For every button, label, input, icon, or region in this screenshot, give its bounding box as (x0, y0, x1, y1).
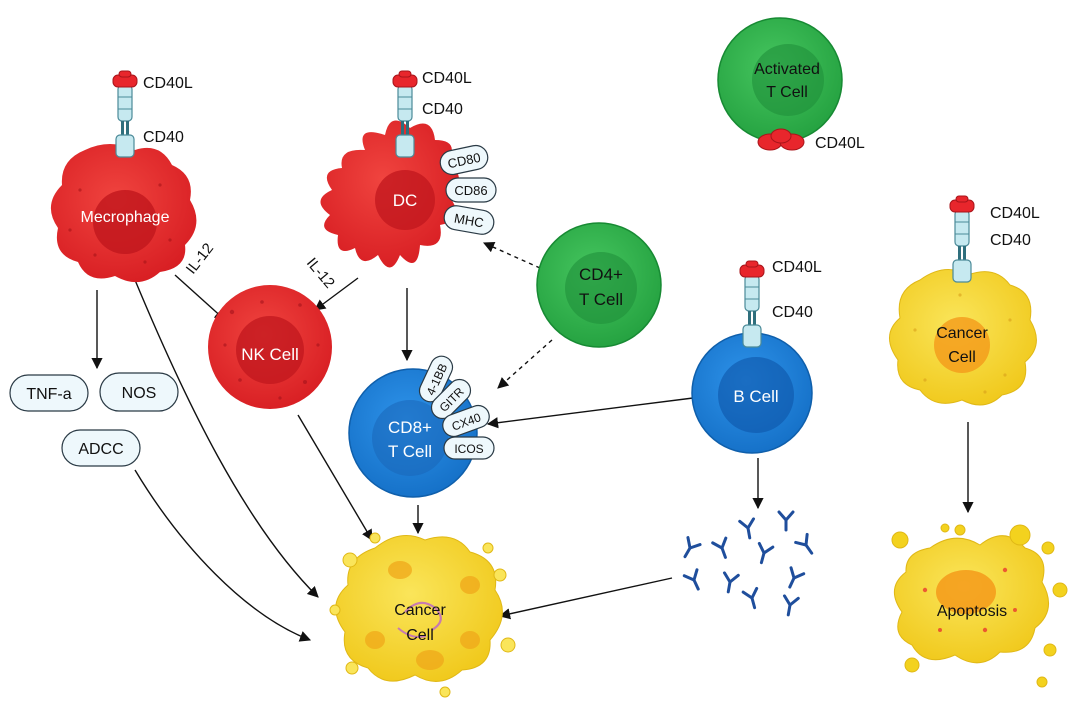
macrophage-cell: Mecrophage CD40L CD40 (50, 70, 197, 283)
arrow-cd4-cd8 (497, 339, 553, 389)
effector-tnf: TNF-a (9, 374, 89, 412)
effector-adcc: ADCC (61, 429, 141, 467)
cd8-label-line2: T Cell (388, 442, 432, 461)
dc-marker-cd80: CD80 (439, 144, 489, 176)
svg-text:NOS: NOS (122, 385, 157, 402)
apoptosis-label: Apoptosis (937, 603, 1007, 620)
nucleus (236, 316, 304, 384)
b-cell-receptor (739, 260, 765, 348)
dc-cd40l-label: CD40L (422, 70, 472, 87)
cancer-cell-attacked: Cancer Cell (329, 532, 516, 698)
cd8-marker-icos: ICOS (443, 436, 495, 460)
dc-cd40-label: CD40 (422, 101, 463, 118)
dc-marker-cd86: CD86 (445, 177, 497, 203)
cancer-intact-label-line1: Cancer (936, 325, 988, 342)
activated-label-line2: T Cell (766, 84, 808, 101)
cancer-cd40-label: CD40 (990, 232, 1031, 249)
cd4-t-cell: CD4+ T Cell (536, 222, 662, 348)
cancer-attacked-label-line1: Cancer (394, 602, 446, 619)
nucleus (565, 252, 637, 324)
svg-text:MHC: MHC (453, 211, 485, 231)
arrow-cd4-dc (482, 241, 541, 269)
b-cell: B Cell CD40L CD40 (691, 259, 822, 454)
activated-cd40l-ligand (757, 128, 805, 151)
arrow-macrophage-cancer (134, 279, 319, 598)
svg-text:TNF-a: TNF-a (26, 386, 71, 403)
arrow-macrophage-nk (174, 274, 226, 321)
nk-cell: NK Cell (208, 285, 332, 409)
effector-nos: NOS (99, 372, 179, 412)
cancer-receptor (949, 195, 975, 283)
dendritic-cell: DC CD40L CD40 CD80 CD86 MHC (320, 70, 497, 268)
svg-text:CD80: CD80 (446, 150, 482, 172)
svg-text:CD86: CD86 (454, 183, 487, 198)
arrow-adcc-cancer (134, 469, 312, 642)
nucleus (934, 317, 990, 373)
macrophage-cd40l-label: CD40L (143, 75, 193, 92)
cancer-intact-label-line2: Cell (948, 349, 976, 366)
nucleus (718, 357, 794, 433)
arrow-nk-cancer (297, 414, 373, 541)
il12-label-right: IL-12 (303, 255, 338, 292)
activated-cd40l-label: CD40L (815, 135, 865, 152)
cancer-cd40l-label: CD40L (990, 205, 1040, 222)
macrophage-receptor (112, 70, 138, 158)
antibodies (677, 510, 819, 618)
cd8-t-cell: CD8+ T Cell 4-1BB GITR CX40 ICOS (348, 355, 495, 498)
dc-label: DC (393, 191, 418, 210)
dc-receptor (392, 70, 418, 158)
b-cell-label: B Cell (733, 387, 778, 406)
nucleus (375, 170, 435, 230)
svg-text:ADCC: ADCC (78, 441, 123, 458)
arrow-dc-nk (314, 277, 359, 311)
arrow-antibodies-cancer (498, 577, 673, 620)
cd4-label-line2: T Cell (579, 290, 623, 309)
macrophage-label: Mecrophage (81, 209, 170, 226)
svg-text:ICOS: ICOS (454, 442, 483, 456)
dc-marker-mhc: MHC (443, 205, 495, 235)
activated-t-cell: Activated T Cell CD40L (717, 17, 865, 152)
cd8-marker-cx40: CX40 (442, 404, 490, 438)
cd4-label-line1: CD4+ (579, 265, 623, 284)
cancer-cell-intact: Cancer Cell CD40L CD40 (889, 195, 1040, 406)
nucleus (93, 190, 157, 254)
nucleus (372, 400, 448, 476)
cancer-attacked-label-line2: Cell (406, 627, 434, 644)
arrows (91, 241, 974, 642)
cd8-label-line1: CD8+ (388, 418, 432, 437)
il12-label-left: IL-12 (183, 240, 217, 277)
macrophage-cd40-label: CD40 (143, 129, 184, 146)
nucleus (752, 44, 824, 116)
apoptotic-cell: Apoptosis (891, 523, 1068, 688)
nk-cell-label: NK Cell (241, 345, 299, 364)
b-cell-cd40l-label: CD40L (772, 259, 822, 276)
activated-label-line1: Activated (754, 61, 820, 78)
b-cell-cd40-label: CD40 (772, 304, 813, 321)
arrow-bcell-cd8 (486, 397, 694, 429)
